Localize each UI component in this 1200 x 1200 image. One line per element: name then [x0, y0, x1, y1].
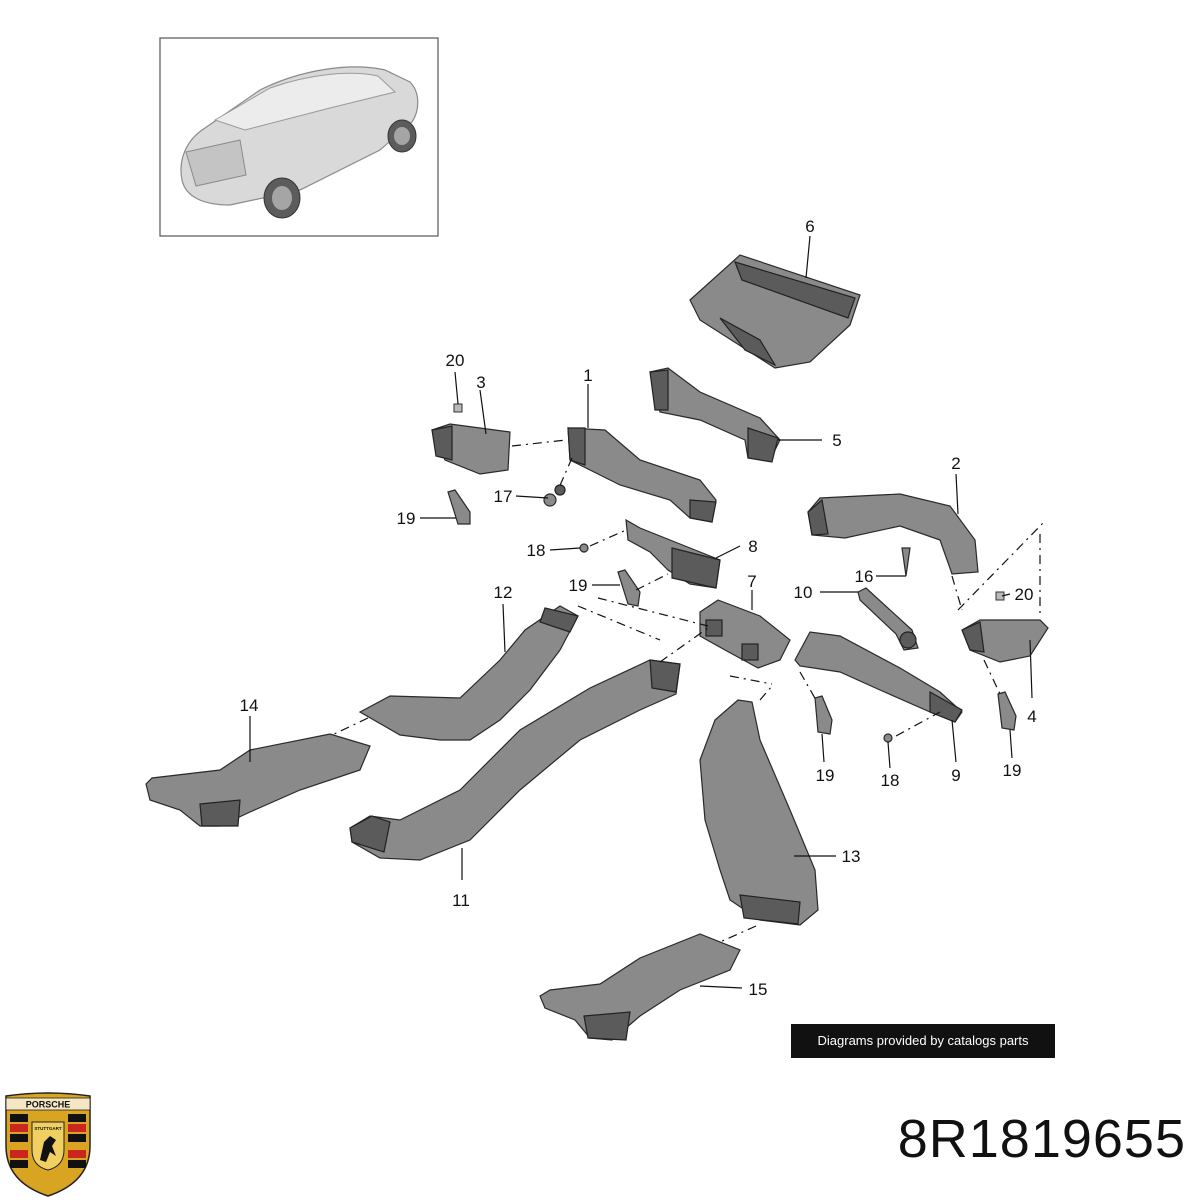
callout-4: 4: [1027, 707, 1036, 726]
logo-brand-text: PORSCHE: [26, 1100, 71, 1110]
callout-19: 19: [569, 576, 588, 595]
part-14-shape: [145, 733, 371, 827]
callout-11: 11: [452, 891, 470, 910]
callout-18: 18: [527, 541, 546, 560]
part-15-shape: [539, 933, 741, 1041]
part-number: 8R1819655: [897, 1109, 1186, 1169]
porsche-crest-logo: PORSCHE STUTTGART: [5, 1092, 91, 1197]
callout-9: 9: [951, 766, 960, 785]
part-1-shape: [567, 427, 717, 523]
callout-numbers: 6 20 3 1 5 2 17 19 18 8 16 19 7 12 10 20…: [240, 217, 1037, 999]
callout-14: 14: [240, 696, 259, 715]
diagram-credit-label: Diagrams provided by catalogs parts: [791, 1024, 1055, 1058]
part-9-shape: [794, 631, 963, 723]
callout-10: 10: [794, 583, 813, 602]
callout-6: 6: [805, 217, 814, 236]
part-6-shape: [689, 254, 861, 369]
part-5-shape: [649, 367, 781, 463]
logo-city-text: STUTTGART: [34, 1126, 61, 1131]
callout-13: 13: [842, 847, 861, 866]
callout-19: 19: [816, 766, 835, 785]
assembly-dash-lines: [329, 439, 1045, 943]
callout-20: 20: [1015, 585, 1034, 604]
part-12-shape: [358, 605, 579, 741]
callout-17: 17: [494, 487, 513, 506]
callout-18: 18: [881, 771, 900, 790]
part-4-shape: [961, 619, 1049, 663]
callout-19: 19: [1003, 761, 1022, 780]
vehicle-thumbnail: [159, 37, 439, 237]
part-8-shape: [625, 518, 721, 589]
part-13-shape: [699, 699, 819, 926]
part-2-shape: [807, 493, 979, 575]
callout-12: 12: [494, 583, 513, 602]
callout-5: 5: [832, 431, 841, 450]
part-7-shape: [699, 599, 791, 669]
part-19-shape: [447, 489, 1017, 735]
part-11-shape: [349, 659, 681, 861]
callout-2: 2: [951, 454, 960, 473]
callout-20: 20: [446, 351, 465, 370]
part-3-shape: [431, 403, 511, 475]
leader-lines: [249, 235, 1033, 989]
callout-16: 16: [855, 567, 874, 586]
callout-1: 1: [583, 366, 592, 385]
callout-7: 7: [747, 572, 756, 591]
callout-3: 3: [476, 373, 485, 392]
part-10-shape: [857, 587, 919, 651]
callout-8: 8: [748, 537, 757, 556]
callout-15: 15: [749, 980, 768, 999]
callout-19: 19: [397, 509, 416, 528]
